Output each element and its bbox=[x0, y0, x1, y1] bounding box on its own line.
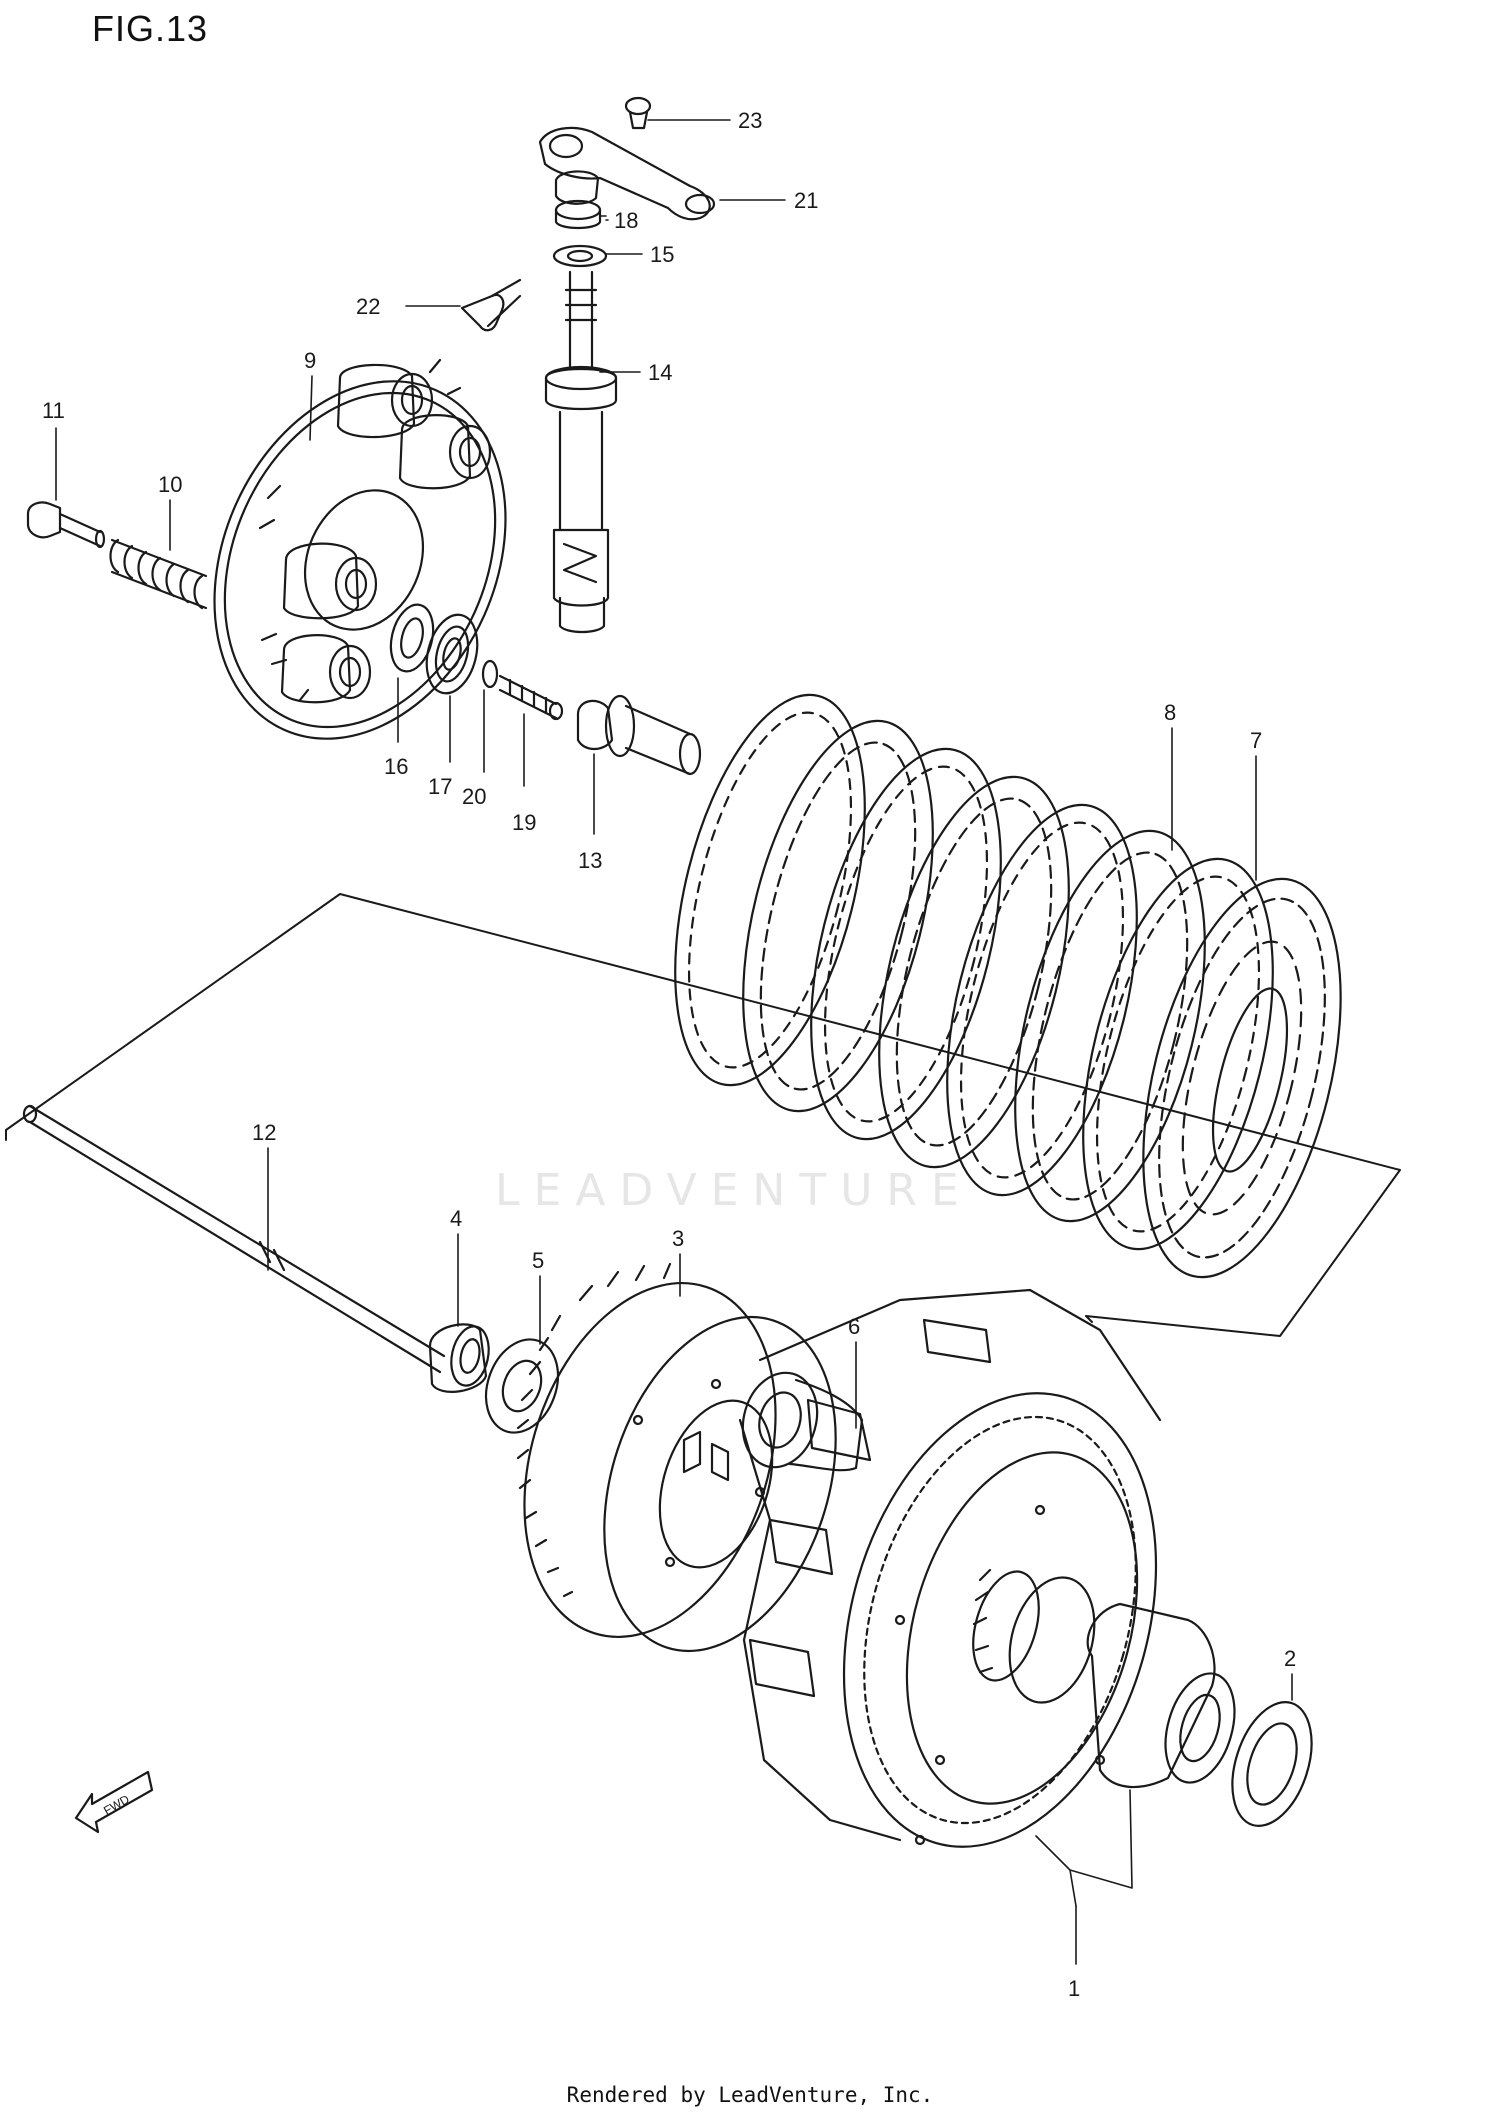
callout-22: 22 bbox=[356, 294, 380, 319]
clutch-boss bbox=[516, 1262, 837, 1653]
callout-20: 20 bbox=[462, 784, 486, 809]
callout-4: 4 bbox=[450, 1206, 462, 1231]
arrow-left-icon bbox=[74, 1770, 154, 1834]
callout-3: 3 bbox=[672, 1226, 684, 1251]
callout-8: 8 bbox=[1164, 700, 1176, 725]
callout-17: 17 bbox=[428, 774, 452, 799]
callout-21: 21 bbox=[794, 188, 818, 213]
callout-13: 13 bbox=[578, 848, 602, 873]
fwd-direction-marker bbox=[74, 1770, 154, 1834]
bolt-and-spring bbox=[26, 501, 208, 610]
watermark-text: LEADVENTURE bbox=[495, 1165, 973, 1216]
release-arm-assembly bbox=[460, 96, 716, 634]
bearing-and-washer bbox=[428, 1323, 560, 1434]
callout-10: 10 bbox=[158, 472, 182, 497]
callout-18: 18 bbox=[614, 208, 638, 233]
callout-14: 14 bbox=[648, 360, 672, 385]
bearing-and-pushrod bbox=[389, 603, 702, 776]
callout-1: 1 bbox=[1068, 1976, 1080, 2001]
spacer bbox=[741, 1371, 864, 1472]
clutch-housing bbox=[738, 1288, 1162, 1848]
assembly-outline bbox=[5, 893, 1401, 1337]
callout-7: 7 bbox=[1250, 728, 1262, 753]
callout-11: 11 bbox=[42, 398, 65, 423]
callout-16: 16 bbox=[384, 754, 408, 779]
footer-credit: Rendered by LeadVenture, Inc. bbox=[566, 2083, 934, 2107]
callout-9: 9 bbox=[304, 348, 316, 373]
main-shaft bbox=[22, 1104, 446, 1374]
callout-19: 19 bbox=[512, 810, 536, 835]
sleeve-and-washer bbox=[1086, 1602, 1313, 1827]
figure-title: FIG.13 bbox=[92, 8, 209, 49]
pressure-plate bbox=[213, 358, 507, 740]
callout-6: 6 bbox=[848, 1314, 860, 1339]
callout-2: 2 bbox=[1284, 1646, 1296, 1671]
clutch-plate-stack bbox=[674, 693, 1342, 1279]
callout-12: 12 bbox=[252, 1120, 276, 1145]
callout-23: 23 bbox=[738, 108, 762, 133]
callout-5: 5 bbox=[532, 1248, 544, 1273]
callout-15: 15 bbox=[650, 242, 674, 267]
